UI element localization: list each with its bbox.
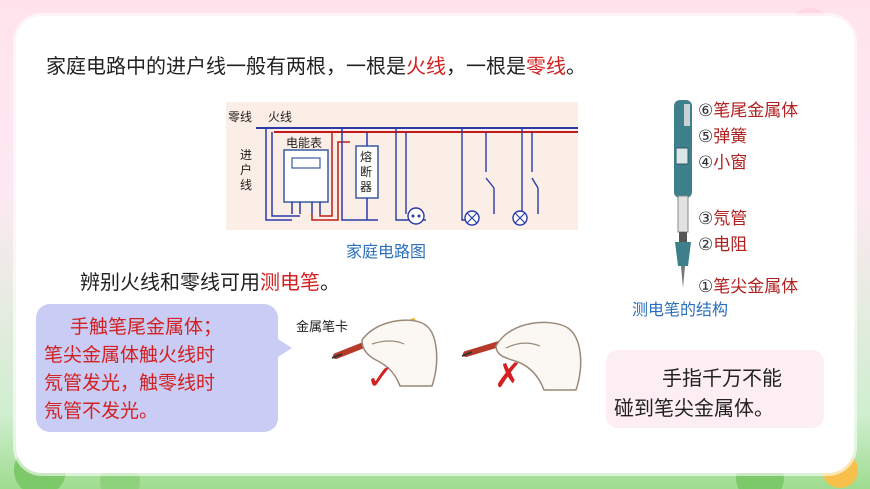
pen-part-label: 氖管 — [713, 209, 748, 229]
bubble-line-2: 笔尖金属体触火线时 — [44, 344, 216, 366]
fuse-char: 熔 — [360, 150, 373, 164]
identify-line: 辨别火线和零线可用测电笔。 — [80, 266, 340, 295]
pen-part-label: 笔尖金属体 — [713, 277, 799, 297]
pen-part-4: ④小窗 — [698, 148, 747, 173]
identify-tool: 测电笔 — [260, 270, 320, 294]
bubble-line-1: 手触笔尾金属体； — [70, 316, 223, 338]
fuse-char: 器 — [360, 180, 373, 194]
identify-suffix: 。 — [320, 270, 340, 294]
neutral-line-label: 零线 — [228, 110, 253, 124]
pen-part-label: 弹簧 — [713, 127, 748, 147]
wrong-mark: ✗ — [494, 356, 523, 396]
pen-part-label: 电阻 — [713, 235, 748, 255]
incoming-char: 户 — [240, 163, 253, 177]
pen-part-1: ①笔尖金属体 — [698, 272, 798, 297]
heading-live-term: 火线 — [406, 54, 446, 78]
pen-part-number: ④ — [698, 153, 714, 173]
circuit-drawing — [256, 127, 578, 226]
heading-prefix: 家庭电路中的进户线一般有两根，一根是 — [46, 54, 406, 78]
heading-mid: ，一根是 — [446, 54, 526, 78]
circuit-caption: 家庭电路图 — [346, 242, 427, 261]
tip-line-2: 碰到笔尖金属体。 — [614, 396, 774, 420]
pen-part-6: ⑥笔尾金属体 — [698, 96, 798, 121]
pen-part-5: ⑤弹簧 — [698, 122, 747, 147]
pen-part-number: ① — [698, 277, 714, 297]
pen-part-2: ②电阻 — [698, 230, 747, 255]
test-pen-icon — [674, 100, 692, 288]
household-circuit-diagram: 零线 火线 电能表 进 户 线 熔 断 器 — [226, 102, 578, 230]
bubble-tail — [270, 334, 292, 362]
fuse-char: 断 — [360, 165, 373, 179]
fuse-label: 熔 断 器 — [360, 150, 372, 195]
pen-part-number: ⑤ — [698, 127, 714, 147]
pen-part-3: ③氖管 — [698, 204, 747, 229]
live-line-label: 火线 — [268, 110, 293, 124]
heading-neutral-term: 零线 — [526, 54, 566, 78]
pen-part-number: ② — [698, 235, 714, 255]
incoming-line-label: 进 户 线 — [240, 148, 252, 193]
bubble-line-4: 氖管不发光。 — [44, 400, 159, 422]
incoming-char: 线 — [240, 178, 253, 192]
wrong-hand-illustration — [461, 321, 582, 391]
correct-hand-illustration — [331, 317, 438, 387]
metal-clip-label: 金属笔卡 — [296, 320, 349, 335]
pen-part-label: 笔尾金属体 — [713, 101, 799, 121]
identify-prefix: 辨别火线和零线可用 — [80, 270, 260, 294]
heading-suffix: 。 — [566, 54, 586, 78]
tip-line-1: 手指千万不能 — [662, 366, 782, 390]
pen-part-number: ⑥ — [698, 101, 714, 121]
incoming-char: 进 — [240, 148, 253, 162]
test-pen-structure — [660, 96, 712, 292]
meter-label: 电能表 — [286, 136, 323, 150]
heading-line: 家庭电路中的进户线一般有两根，一根是火线，一根是零线。 — [46, 50, 586, 79]
warning-tip-box — [606, 350, 824, 428]
explanation-bubble — [36, 304, 278, 432]
pen-part-number: ③ — [698, 209, 714, 229]
pen-part-label: 小窗 — [713, 153, 748, 173]
bubble-line-3: 氖管发光，触零线时 — [44, 372, 216, 394]
pen-structure-caption: 测电笔的结构 — [632, 300, 729, 319]
correct-mark: ✓ — [366, 358, 395, 398]
